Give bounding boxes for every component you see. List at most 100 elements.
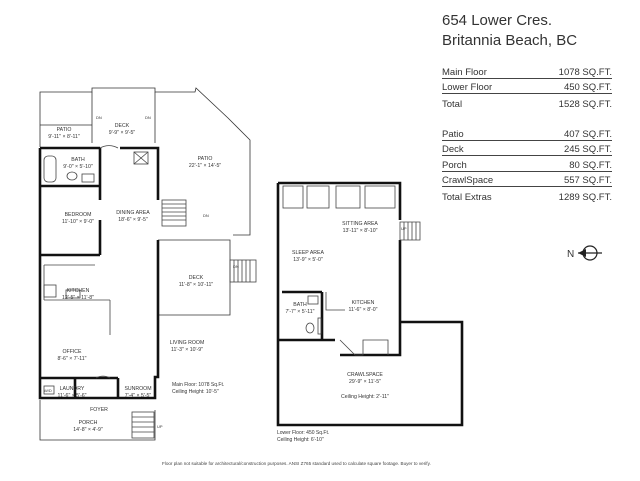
area-value: 450 SQ.FT. bbox=[563, 82, 612, 93]
lower-stair-landing bbox=[339, 339, 389, 356]
room-label: CRAWLSPACE bbox=[347, 372, 383, 378]
room-label: SUNROOM bbox=[124, 386, 151, 392]
room-dim: 12'-5" × 11'-8" bbox=[62, 295, 94, 301]
extras-row-patio: Patio 407 SQ.FT. bbox=[442, 125, 612, 141]
compass-north-label: N bbox=[567, 249, 574, 260]
area-row-lower-floor: Lower Floor 450 SQ.FT. bbox=[442, 79, 612, 94]
lower-floor-ceiling-note: Ceiling Height: 6'-10" bbox=[277, 437, 324, 443]
lower-toilet-icon bbox=[305, 322, 315, 334]
extras-row-crawlspace: CrawlSpace 557 SQ.FT. bbox=[442, 172, 612, 187]
room-label: BATH bbox=[293, 302, 307, 308]
washer-dryer-icon bbox=[43, 385, 55, 395]
lower-counter bbox=[325, 292, 345, 311]
range-icon bbox=[43, 284, 57, 298]
porch-stairs bbox=[131, 411, 155, 439]
area-row-main-floor: Main Floor 1078 SQ.FT. bbox=[442, 63, 612, 79]
lower-outer-wall bbox=[278, 181, 402, 220]
stair-direction-label: DN bbox=[203, 213, 209, 218]
room-dim: 9'-11" × 8'-11" bbox=[48, 134, 80, 140]
disclaimer-text: Floor plan not suitable for architectura… bbox=[162, 461, 431, 466]
room-label: LIVING ROOM bbox=[170, 340, 205, 346]
room-dim: 13'-11" × 8'-10" bbox=[343, 228, 378, 234]
main-floor-ceiling-note: Ceiling Height: 10'-5" bbox=[172, 389, 219, 395]
address-line-1: 654 Lower Cres. bbox=[442, 12, 553, 29]
area-label: Lower Floor bbox=[442, 82, 493, 93]
room-dim: 8'-6" × 7'-11" bbox=[57, 356, 86, 362]
area-value: 80 SQ.FT. bbox=[569, 159, 612, 171]
room-label: PATIO bbox=[57, 127, 72, 133]
room-label: DECK bbox=[189, 275, 204, 281]
bathtub-icon bbox=[43, 155, 57, 183]
area-label: Total bbox=[442, 98, 463, 110]
extras-row-deck: Deck 245 SQ.FT. bbox=[442, 141, 612, 156]
extras-row-porch: Porch 80 SQ.FT. bbox=[442, 156, 612, 172]
compass-icon bbox=[578, 245, 602, 261]
room-label: SITTING AREA bbox=[342, 221, 378, 227]
room-dim: 9'-0" × 5'-10" bbox=[63, 164, 93, 170]
main-outer-wall bbox=[120, 146, 160, 200]
room-label: DECK bbox=[115, 123, 130, 129]
sink-icon bbox=[81, 173, 95, 183]
room-dim: 22'-1" × 14'-5" bbox=[189, 163, 221, 169]
area-value: 1289 SQ.FT. bbox=[558, 191, 612, 203]
room-dim: 9'-9" × 9'-5" bbox=[109, 130, 136, 136]
room-dim: 11'-10" × 9'-0" bbox=[62, 219, 94, 225]
area-value: 557 SQ.FT. bbox=[563, 175, 612, 186]
window-bay bbox=[335, 185, 361, 209]
extras-row-total: Total Extras 1289 SQ.FT. bbox=[442, 187, 612, 203]
area-value: 1528 SQ.FT. bbox=[558, 98, 612, 110]
stove-icon bbox=[133, 151, 149, 165]
room-label: FOYER bbox=[90, 407, 108, 413]
washer-dryer-label: W/D bbox=[44, 388, 52, 393]
stair-direction-label: UP bbox=[401, 226, 407, 231]
room-dim: 29'-9" × 11'-5" bbox=[349, 379, 381, 385]
area-label: Deck bbox=[442, 144, 464, 155]
area-label: Total Extras bbox=[442, 191, 492, 203]
extras-area-table: Patio 407 SQ.FT. Deck 245 SQ.FT. Porch 8… bbox=[442, 125, 612, 203]
room-label: PATIO bbox=[198, 156, 213, 162]
room-label: PORCH bbox=[79, 420, 98, 426]
door-swing bbox=[95, 375, 111, 379]
room-dim: 11'-3" × 10'-9" bbox=[171, 347, 203, 353]
dining-stairs bbox=[161, 199, 187, 227]
stair-direction-label: DN bbox=[233, 264, 239, 269]
window-bay bbox=[364, 185, 396, 209]
room-label: DINING AREA bbox=[116, 210, 150, 216]
door-swing bbox=[99, 145, 119, 149]
stair-direction-label: DN bbox=[145, 115, 151, 120]
lower-shower-icon bbox=[317, 317, 322, 335]
room-label: BATH bbox=[71, 157, 85, 163]
room-dim: 18'-6" × 9'-5" bbox=[118, 217, 148, 223]
area-label: Porch bbox=[442, 159, 467, 171]
main-outer-wall bbox=[38, 148, 160, 400]
room-label: KITCHEN bbox=[352, 300, 375, 306]
room-dim: 7'-7" × 5'-11" bbox=[285, 309, 314, 315]
main-floor-area-note: Main Floor: 1078 Sq.Ft. bbox=[172, 382, 224, 388]
area-label: Main Floor bbox=[442, 66, 487, 78]
window-bay bbox=[282, 185, 304, 209]
area-value: 407 SQ.FT. bbox=[563, 128, 612, 140]
area-value: 245 SQ.FT. bbox=[563, 144, 612, 155]
lower-outer-wall bbox=[388, 240, 402, 357]
deck-stairs bbox=[229, 259, 257, 283]
area-label: CrawlSpace bbox=[442, 175, 494, 186]
room-dim: 11'-8" × 10'-11" bbox=[179, 282, 214, 288]
area-row-total: Total 1528 SQ.FT. bbox=[442, 94, 612, 110]
lower-floor-area-note: Lower Floor: 450 Sq.Ft. bbox=[277, 430, 329, 436]
room-label: KITCHEN bbox=[67, 288, 90, 294]
toilet-icon bbox=[66, 171, 78, 181]
stair-direction-label: UP bbox=[157, 424, 163, 429]
room-dim: 11'-6" × 8'-0" bbox=[348, 307, 377, 313]
patio-outline bbox=[39, 87, 251, 236]
kitchen-sink-icon bbox=[65, 289, 81, 299]
area-value: 1078 SQ.FT. bbox=[558, 66, 612, 78]
room-dim: 7'-4" × 5'-5" bbox=[125, 393, 152, 399]
address-line-2: Britannia Beach, BC bbox=[442, 32, 578, 49]
room-label: BEDROOM bbox=[65, 212, 92, 218]
lower-outer-wall bbox=[276, 183, 464, 427]
lower-stairs bbox=[399, 221, 421, 241]
room-label: LAUNDRY bbox=[60, 386, 85, 392]
area-label: Patio bbox=[442, 128, 464, 140]
room-dim: 11'-6" × 5'-6" bbox=[57, 393, 86, 399]
